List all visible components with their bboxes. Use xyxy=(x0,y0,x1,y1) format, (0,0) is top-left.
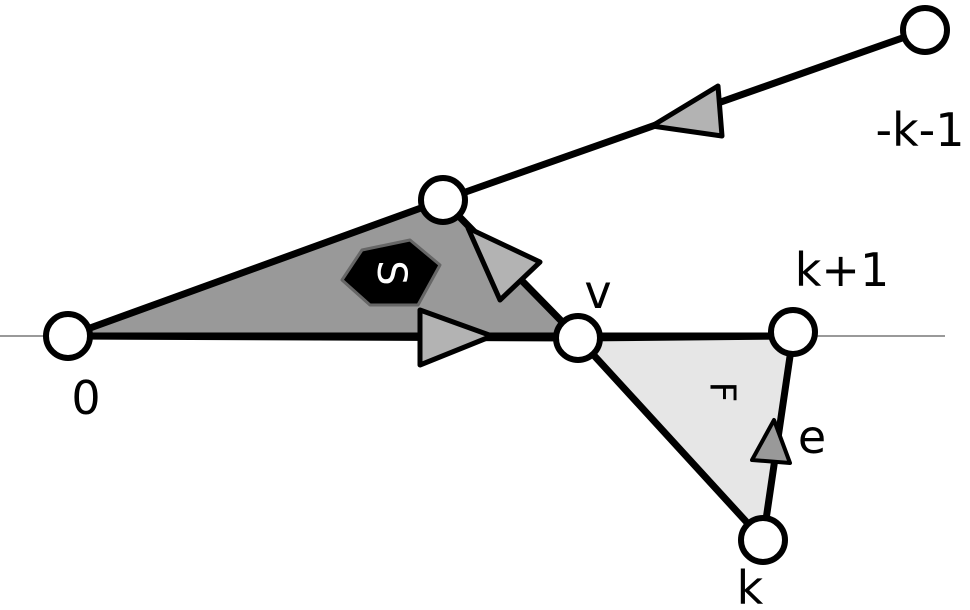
label-k: k xyxy=(737,561,764,610)
vertex-k-plus-1 xyxy=(768,307,818,357)
face-s-badge: S xyxy=(340,238,442,307)
label-k-plus-1: k+1 xyxy=(795,243,889,297)
face-f xyxy=(574,332,797,544)
label-origin: 0 xyxy=(71,371,100,425)
face-s-badge-shape xyxy=(340,238,442,307)
vertex-origin xyxy=(43,311,93,361)
arrow-toward-upper-node xyxy=(649,83,725,139)
arrow-inner-edge xyxy=(465,225,543,303)
vertex-v xyxy=(553,313,603,363)
label-edge-e: e xyxy=(798,410,826,464)
face-f-label: F xyxy=(702,382,743,403)
vertex-minus-k-minus-1 xyxy=(900,5,950,55)
label-minus-k-minus-1: -k-1 xyxy=(875,103,964,157)
arrow-right-on-baseline xyxy=(417,307,495,368)
face-s-label: S xyxy=(368,260,414,285)
arrow-on-edge-e xyxy=(750,418,792,465)
label-v: v xyxy=(584,265,611,319)
vertex-k xyxy=(738,515,788,565)
vertex-upper xyxy=(418,175,468,225)
